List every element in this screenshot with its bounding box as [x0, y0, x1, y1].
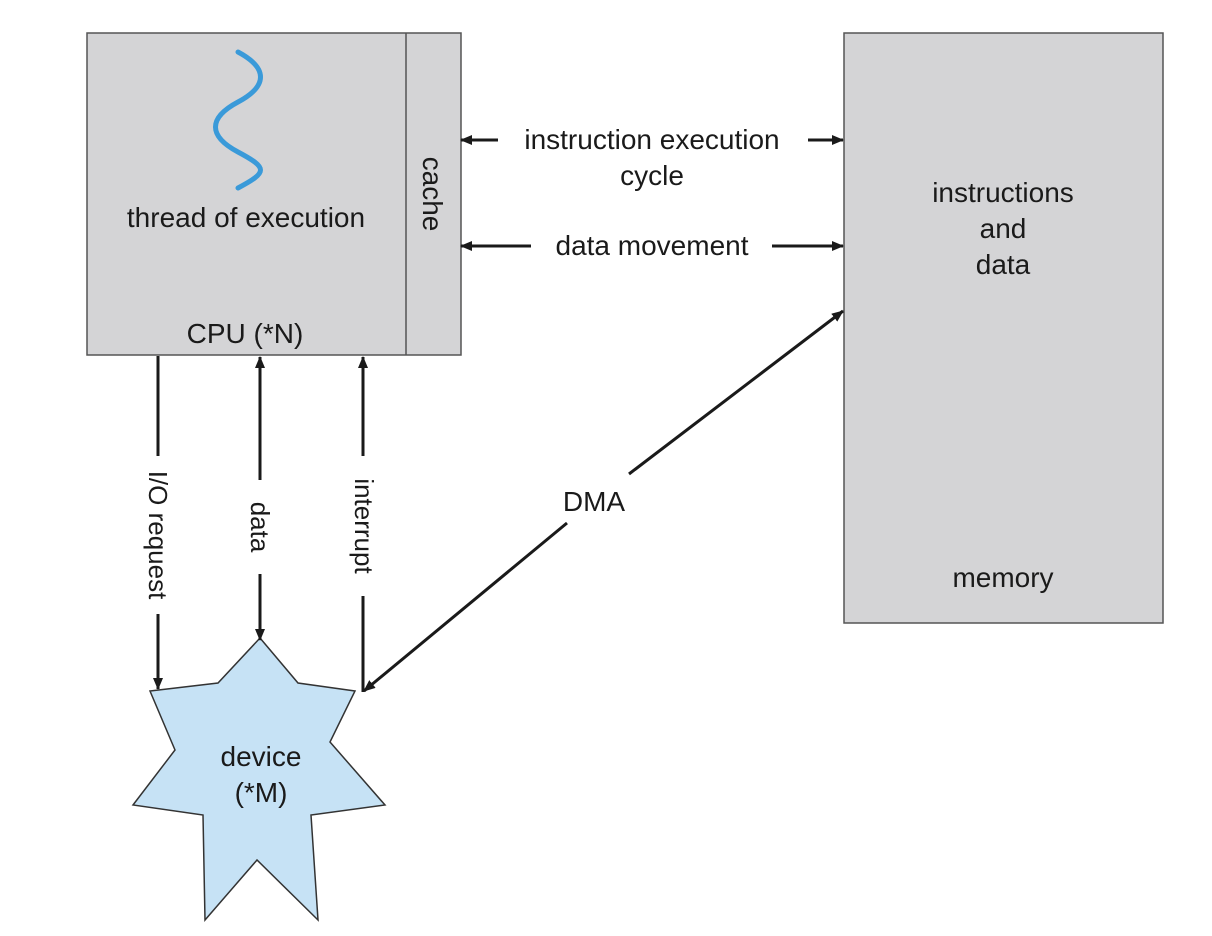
data-label: data — [245, 502, 275, 553]
data-movement-label: data movement — [556, 230, 749, 261]
cpu-box: thread of execution CPU (*N) cache — [86, 32, 462, 356]
dma-link: DMA — [363, 309, 844, 693]
cpu-box-rect — [86, 32, 462, 356]
memory-box: instructions and data memory — [843, 32, 1164, 624]
thread-of-execution-label: thread of execution — [127, 202, 365, 233]
device-label-line2: (*M) — [235, 777, 288, 808]
interrupt-label: interrupt — [349, 478, 379, 574]
instruction-cycle-link: instruction execution cycle — [460, 124, 844, 191]
data-movement-link: data movement — [460, 230, 844, 261]
thread-wave-icon — [213, 49, 263, 191]
instruction-cycle-label-line2: cycle — [620, 160, 684, 191]
memory-content-line3: data — [976, 249, 1031, 280]
memory-label: memory — [952, 562, 1053, 593]
memory-content-line2: and — [980, 213, 1027, 244]
device-star-shape — [131, 636, 387, 922]
data-link: data — [245, 356, 275, 641]
memory-content-line1: instructions — [932, 177, 1074, 208]
device-label-line1: device — [221, 741, 302, 772]
instruction-cycle-label-line1: instruction execution — [524, 124, 779, 155]
cpu-label: CPU (*N) — [187, 318, 304, 349]
cache-label: cache — [417, 157, 448, 232]
dma-line-upper — [628, 309, 844, 476]
device-star: device (*M) — [131, 636, 387, 922]
dma-line-lower — [363, 521, 568, 693]
io-request-link: I/O request — [143, 356, 173, 690]
memory-box-rect — [843, 32, 1164, 624]
io-request-label: I/O request — [143, 471, 173, 600]
interrupt-link: interrupt — [349, 356, 379, 692]
dma-label: DMA — [563, 486, 626, 517]
